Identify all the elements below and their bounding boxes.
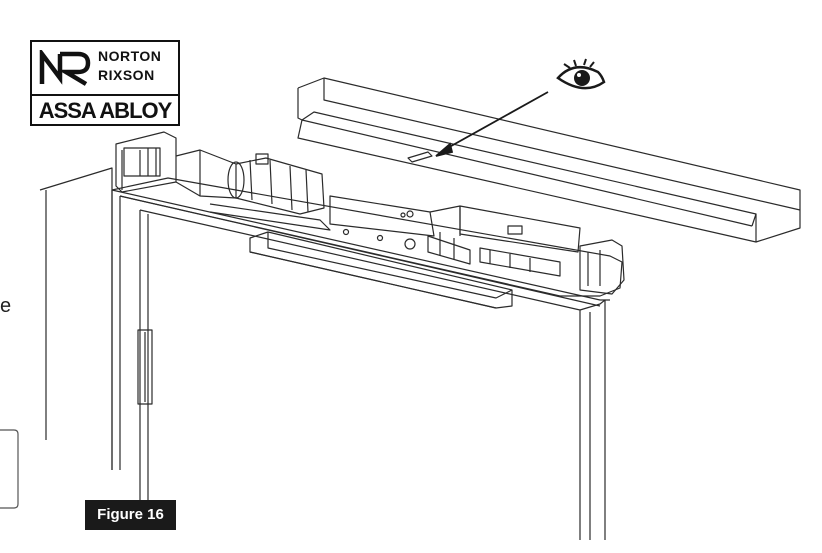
wall-edge [39,167,113,470]
door-frame-right [579,299,606,540]
norton-rixson-logo: NORTON RIXSON ASSA ABLOY [30,40,180,126]
figure-label: Figure 16 [85,500,176,530]
brand-assa-abloy: ASSA ABLOY [38,98,173,123]
right-end-cap [579,239,625,295]
logo-top-panel: NORTON RIXSON [32,42,178,92]
frame-header [111,189,610,301]
motor [175,149,237,199]
pointer-arrow [435,91,549,157]
side-callout-box [0,429,19,509]
brand-norton: NORTON [98,48,162,64]
brand-rixson: RIXSON [98,67,155,83]
nr-monogram-icon [39,50,91,86]
hinge [137,329,153,405]
eye-icon [556,58,606,90]
gear-mechanism [235,157,325,215]
cover [297,77,801,243]
truncated-side-text: e [0,295,12,317]
backplate [111,177,623,297]
control-unit [329,195,435,237]
logo-divider [32,94,178,96]
